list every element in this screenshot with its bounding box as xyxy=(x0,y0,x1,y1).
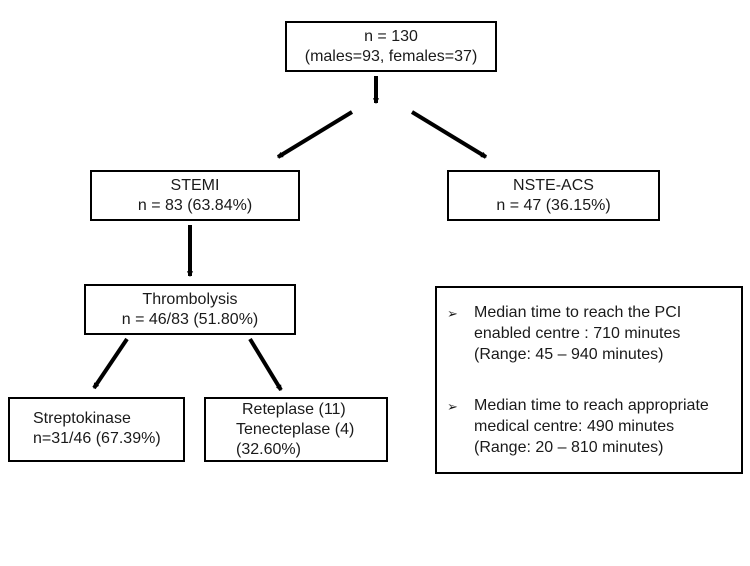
node-streptokinase: Streptokinase n=31/46 (67.39%) xyxy=(8,397,185,462)
node-stemi: STEMI n = 83 (63.84%) xyxy=(90,170,300,221)
note-line: enabled centre : 710 minutes xyxy=(474,325,681,342)
node-thrombolysis: Thrombolysis n = 46/83 (51.80%) xyxy=(84,284,296,335)
note-line: medical centre: 490 minutes xyxy=(474,418,675,435)
arrow-to-reteplase xyxy=(248,337,283,390)
arrow-to-stemi xyxy=(278,110,354,159)
note-line: (Range: 20 – 810 minutes) xyxy=(474,439,664,456)
node-nste-count: n = 47 (36.15%) xyxy=(496,197,611,214)
node-root-breakdown: (males=93, females=37) xyxy=(304,48,478,65)
node-thrombolysis-count: n = 46/83 (51.80%) xyxy=(121,311,259,328)
node-streptokinase-title: Streptokinase xyxy=(33,410,131,427)
node-streptokinase-count: n=31/46 (67.39%) xyxy=(33,430,161,447)
note-pci-centre: ➢ Median time to reach the PCI enabled c… xyxy=(447,302,681,365)
arrowhead-bullet-icon: ➢ xyxy=(447,306,458,321)
node-reteplase: Reteplase (11) xyxy=(242,401,346,418)
arrowhead-bullet-icon: ➢ xyxy=(447,399,458,414)
node-nste-title: NSTE-ACS xyxy=(513,177,594,194)
arrow-to-streptokinase xyxy=(92,337,129,390)
note-line: (Range: 45 – 940 minutes) xyxy=(474,346,664,363)
note-medical-centre: ➢ Median time to reach appropriate medic… xyxy=(447,395,709,458)
node-stemi-count: n = 83 (63.84%) xyxy=(137,197,253,214)
node-nste-acs: NSTE-ACS n = 47 (36.15%) xyxy=(447,170,660,221)
median-time-notes: ➢ Median time to reach the PCI enabled c… xyxy=(435,286,743,474)
note-line: Median time to reach the PCI xyxy=(474,304,682,321)
node-thrombolysis-title: Thrombolysis xyxy=(142,291,238,308)
arrow-to-nste xyxy=(410,110,486,159)
node-reteplase-percent: (32.60%) xyxy=(236,441,301,458)
node-stemi-title: STEMI xyxy=(170,177,220,194)
note-line: Median time to reach appropriate xyxy=(474,397,709,414)
node-tenecteplase: Tenecteplase (4) xyxy=(236,421,355,438)
node-root-count: n = 130 xyxy=(364,28,418,45)
node-reteplase-tenecteplase: Reteplase (11) Tenecteplase (4) (32.60%) xyxy=(204,397,388,462)
node-root: n = 130 (males=93, females=37) xyxy=(285,21,497,72)
